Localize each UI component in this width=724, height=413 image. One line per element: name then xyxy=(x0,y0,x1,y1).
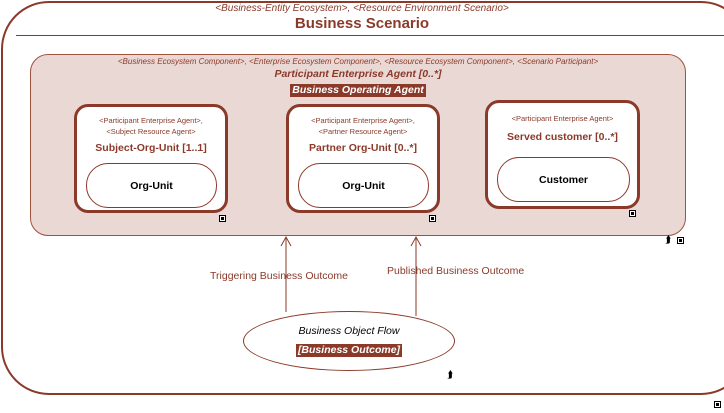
subagent-stereotype-line2: <Subject Resource Agent> xyxy=(106,127,196,136)
partner-org-unit-box[interactable]: <Participant Enterprise Agent>, <Partner… xyxy=(286,104,440,213)
served-customer-box[interactable]: <Participant Enterprise Agent> Served cu… xyxy=(485,100,640,209)
triggering-flow-label: Triggering Business Outcome xyxy=(210,270,348,282)
org-unit-pill[interactable]: Org-Unit xyxy=(86,163,217,208)
corner-arrow-icon[interactable]: ⮭ xyxy=(665,235,671,246)
agent-name-badge: Business Operating Agent xyxy=(290,84,426,97)
subagent-stereotype-line1: <Participant Enterprise Agent>, xyxy=(311,116,415,125)
subagent-title: Subject-Org-Unit [1..1] xyxy=(95,142,207,154)
expand-icon[interactable] xyxy=(629,210,636,217)
object-flow-label: Business Object Flow xyxy=(298,325,400,337)
scenario-title: Business Scenario xyxy=(294,15,430,32)
agent-stereotype: <Business Ecosystem Component>, <Enterpr… xyxy=(117,57,599,66)
subagent-stereotype-line1: <Participant Enterprise Agent>, xyxy=(99,116,203,125)
business-object-flow-ellipse[interactable] xyxy=(243,311,455,371)
expand-icon[interactable] xyxy=(714,401,721,408)
expand-icon[interactable] xyxy=(219,215,226,222)
org-unit-pill[interactable]: Org-Unit xyxy=(298,163,429,208)
published-arrowhead xyxy=(410,235,422,247)
corner-arrow-icon[interactable]: ⮭ xyxy=(447,370,453,381)
subagent-stereotype-line1: <Participant Enterprise Agent> xyxy=(511,114,614,123)
expand-icon[interactable] xyxy=(677,237,684,244)
business-scenario-frame xyxy=(1,1,724,395)
agent-title: Participant Enterprise Agent [0..*] xyxy=(274,68,442,80)
scenario-stereotype: <Business-Entity Ecosystem>, <Resource E… xyxy=(215,3,509,14)
subagent-title: Served customer [0..*] xyxy=(507,131,618,143)
subagent-title: Partner Org-Unit [0..*] xyxy=(309,142,417,154)
published-flow-label: Published Business Outcome xyxy=(387,265,525,277)
subagent-stereotype-line2: <Partner Resource Agent> xyxy=(318,127,408,136)
subject-org-unit-box[interactable]: <Participant Enterprise Agent>, <Subject… xyxy=(74,104,228,213)
customer-pill[interactable]: Customer xyxy=(497,157,630,202)
expand-icon[interactable] xyxy=(429,215,436,222)
triggering-arrowhead xyxy=(280,235,292,247)
object-flow-badge-wrap: [Business Outcome] xyxy=(243,340,455,358)
agent-name-wrap: Business Operating Agent xyxy=(30,80,686,98)
business-outcome-badge: [Business Outcome] xyxy=(295,344,403,357)
frame-title-divider xyxy=(16,35,724,36)
